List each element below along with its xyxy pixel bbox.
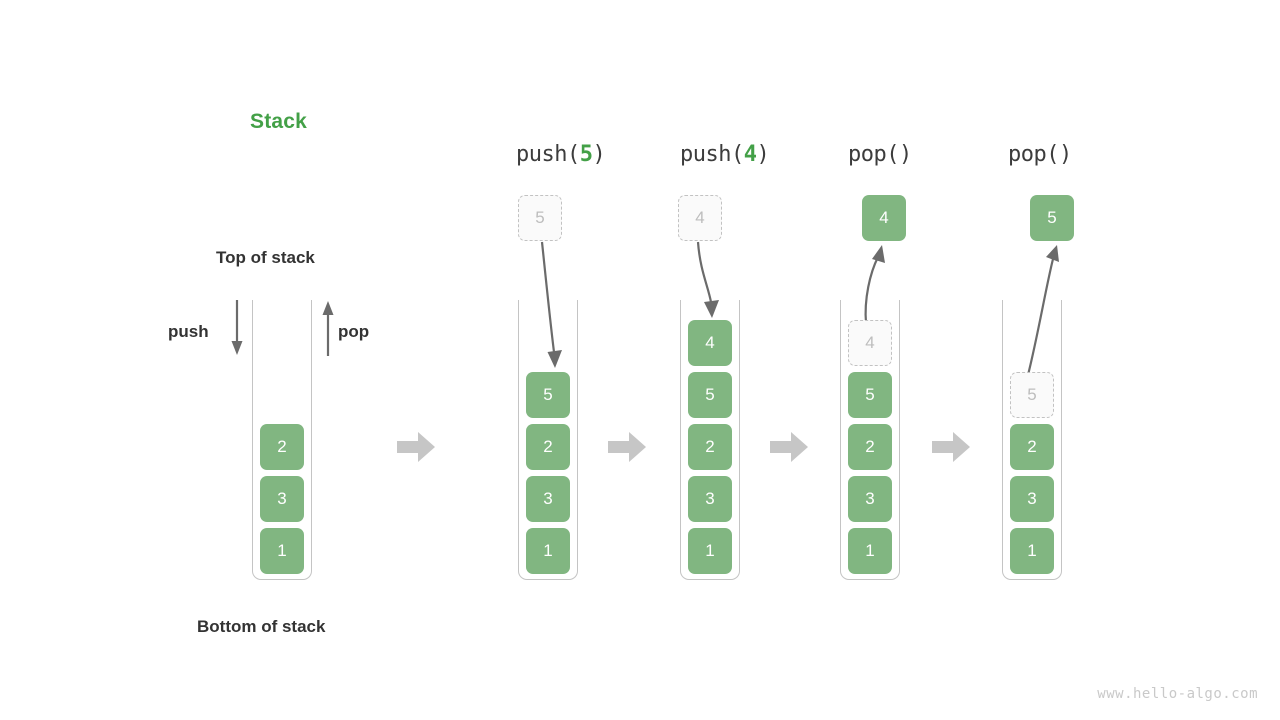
- op-close: ): [1058, 142, 1072, 167]
- stack-cell: 5: [848, 372, 892, 418]
- stack-cell: 5: [688, 372, 732, 418]
- popped-value-cell: 5: [1030, 195, 1074, 241]
- sequence-arrow-icon: [608, 432, 646, 462]
- pop-flow-arrow-icon: [864, 245, 885, 324]
- op-name: pop(: [848, 142, 899, 167]
- push-flow-arrow-icon: [540, 241, 562, 368]
- op-close: ): [898, 142, 912, 167]
- op-label-pop-1: pop(): [848, 142, 912, 167]
- op-arg: 5: [579, 142, 593, 167]
- stack-cell: 1: [688, 528, 732, 574]
- stack-cell: 2: [1010, 424, 1054, 470]
- pop-label: pop: [338, 322, 370, 341]
- floating-ghost-cell: 4: [678, 195, 722, 241]
- op-name: pop(: [1008, 142, 1059, 167]
- op-arg: 4: [743, 142, 757, 167]
- stack-cell: 1: [260, 528, 304, 574]
- push-flow-arrow-icon: [696, 241, 719, 318]
- watermark: www.hello-algo.com: [1097, 686, 1258, 702]
- op-name: push(: [680, 142, 744, 167]
- op-label-push-5: push(5): [516, 142, 606, 167]
- stack-cell: 5: [526, 372, 570, 418]
- stack-cell: 2: [688, 424, 732, 470]
- stack-cell-ghost: 4: [848, 320, 892, 366]
- sequence-arrow-icon: [932, 432, 970, 462]
- stack-vessel: [518, 300, 578, 580]
- top-of-stack-label: Top of stack: [216, 248, 315, 267]
- stack-vessel: [252, 300, 312, 580]
- stack-cell: 3: [526, 476, 570, 522]
- op-name: push(: [516, 142, 580, 167]
- floating-ghost-cell: 5: [518, 195, 562, 241]
- stack-cell: 1: [848, 528, 892, 574]
- stack-cell: 3: [848, 476, 892, 522]
- stack-cell: 1: [526, 528, 570, 574]
- stack-vessel: [680, 300, 740, 580]
- stack-cell: 2: [848, 424, 892, 470]
- push-direction-arrow-icon: [231, 300, 243, 355]
- pop-flow-arrow-icon: [1026, 245, 1059, 376]
- stack-cell: 2: [526, 424, 570, 470]
- bottom-of-stack-label: Bottom of stack: [197, 617, 326, 636]
- page-title: Stack: [250, 110, 308, 133]
- stack-cell: 1: [1010, 528, 1054, 574]
- stack-cell: 2: [260, 424, 304, 470]
- stack-cell: 4: [688, 320, 732, 366]
- popped-value-cell: 4: [862, 195, 906, 241]
- op-close: ): [756, 142, 770, 167]
- op-label-pop-2: pop(): [1008, 142, 1072, 167]
- stack-cell: 3: [1010, 476, 1054, 522]
- stack-cell-ghost: 5: [1010, 372, 1054, 418]
- op-close: ): [592, 142, 606, 167]
- op-label-push-4: push(4): [680, 142, 770, 167]
- sequence-arrow-icon: [770, 432, 808, 462]
- stack-cell: 3: [688, 476, 732, 522]
- stack-vessel: [840, 300, 900, 580]
- stack-vessel: [1002, 300, 1062, 580]
- push-label: push: [168, 322, 209, 341]
- stack-cell: 3: [260, 476, 304, 522]
- pop-direction-arrow-icon: [322, 301, 334, 356]
- sequence-arrow-icon: [397, 432, 435, 462]
